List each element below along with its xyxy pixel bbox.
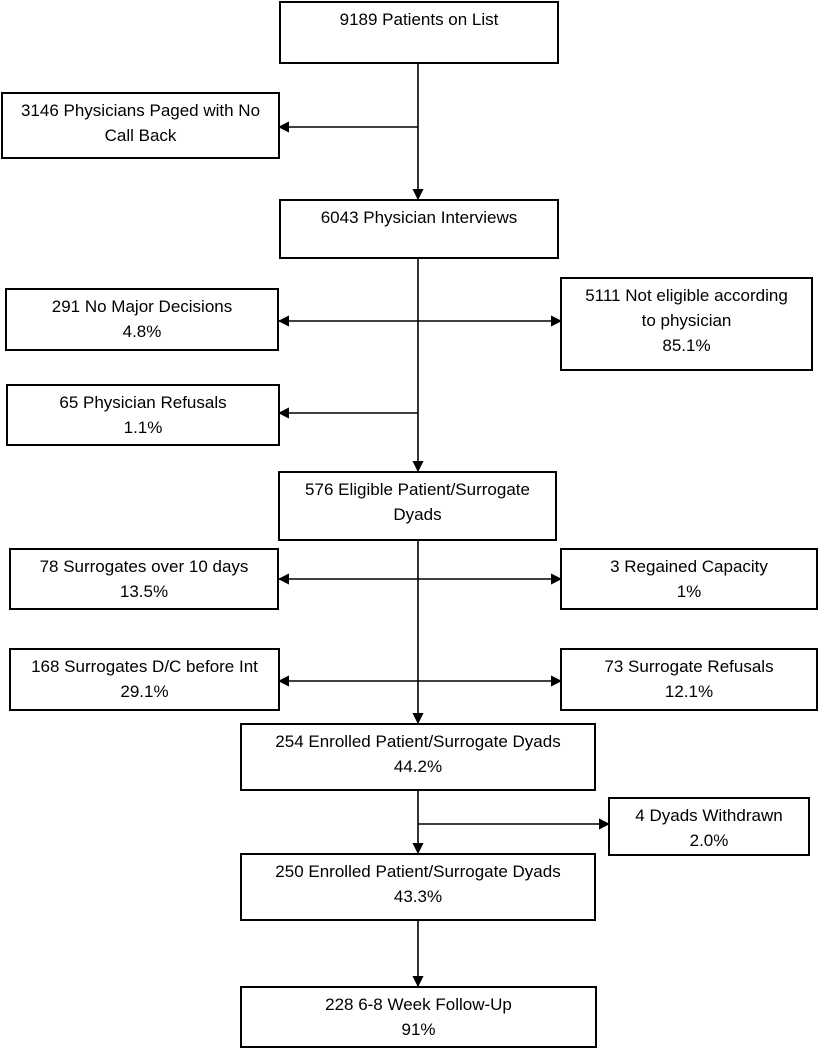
box-enrolled-250: 250 Enrolled Patient/Surrogate Dyads 43.… [240,853,596,921]
box-enrolled-254: 254 Enrolled Patient/Surrogate Dyads 44.… [240,723,596,791]
not-eligible-line-1: 5111 Not eligible according [585,286,788,305]
eligible-dyads-line-1: 576 Eligible Patient/Surrogate [305,480,530,499]
not-eligible-line-3: 85.1% [662,336,711,355]
box-eligible-dyads: 576 Eligible Patient/Surrogate Dyads [278,471,557,541]
box-physician-interviews: 6043 Physician Interviews [279,199,559,259]
follow-up-line-2: 91% [401,1020,436,1039]
box-follow-up: 228 6-8 Week Follow-Up 91% [240,986,597,1048]
surrogate-refusals-line-2: 12.1% [664,682,714,701]
box-regained-capacity: 3 Regained Capacity 1% [560,548,818,610]
enrolled-250-line-2: 43.3% [393,887,443,906]
enrolled-250-line-1: 250 Enrolled Patient/Surrogate Dyads [275,862,561,881]
surrogates-dc-line-1: 168 Surrogates D/C before Int [31,657,258,676]
enrolled-254-line-1: 254 Enrolled Patient/Surrogate Dyads [275,732,561,751]
physician-interviews-line-1: 6043 Physician Interviews [320,208,518,227]
enrolled-254-line-2: 44.2% [393,757,443,776]
no-call-back-line-1: 3146 Physicians Paged with No [20,101,261,120]
box-patients-list: 9189 Patients on List [279,1,559,64]
physician-refusals-line-2: 1.1% [123,418,163,437]
dyads-withdrawn-line-2: 2.0% [689,831,729,850]
no-major-decisions-line-1: 291 No Major Decisions [51,297,233,316]
box-physician-refusals: 65 Physician Refusals 1.1% [6,384,280,446]
not-eligible-line-2: to physician [641,311,732,330]
box-no-call-back: 3146 Physicians Paged with No Call Back [1,92,280,159]
regained-capacity-line-1: 3 Regained Capacity [610,557,768,576]
box-surrogates-dc: 168 Surrogates D/C before Int 29.1% [9,648,280,711]
surrogates-dc-line-2: 29.1% [120,682,169,701]
box-not-eligible: 5111 Not eligible according to physician… [560,277,813,371]
follow-up-line-1: 228 6-8 Week Follow-Up [325,995,512,1014]
surrogates-10-days-line-2: 13.5% [119,582,169,601]
dyads-withdrawn-line-1: 4 Dyads Withdrawn [635,806,783,825]
surrogate-refusals-line-1: 73 Surrogate Refusals [604,657,774,676]
no-major-decisions-line-2: 4.8% [122,322,162,341]
regained-capacity-line-2: 1% [676,582,702,601]
box-dyads-withdrawn: 4 Dyads Withdrawn 2.0% [608,797,810,856]
physician-refusals-line-1: 65 Physician Refusals [59,393,227,412]
eligible-dyads-line-2: Dyads [393,505,442,524]
patients-list-line-1: 9189 Patients on List [339,10,499,29]
surrogates-10-days-line-1: 78 Surrogates over 10 days [39,557,249,576]
box-surrogates-10-days: 78 Surrogates over 10 days 13.5% [9,548,279,610]
box-surrogate-refusals: 73 Surrogate Refusals 12.1% [560,648,818,711]
no-call-back-line-2: Call Back [104,126,177,145]
box-no-major-decisions: 291 No Major Decisions 4.8% [5,288,279,351]
